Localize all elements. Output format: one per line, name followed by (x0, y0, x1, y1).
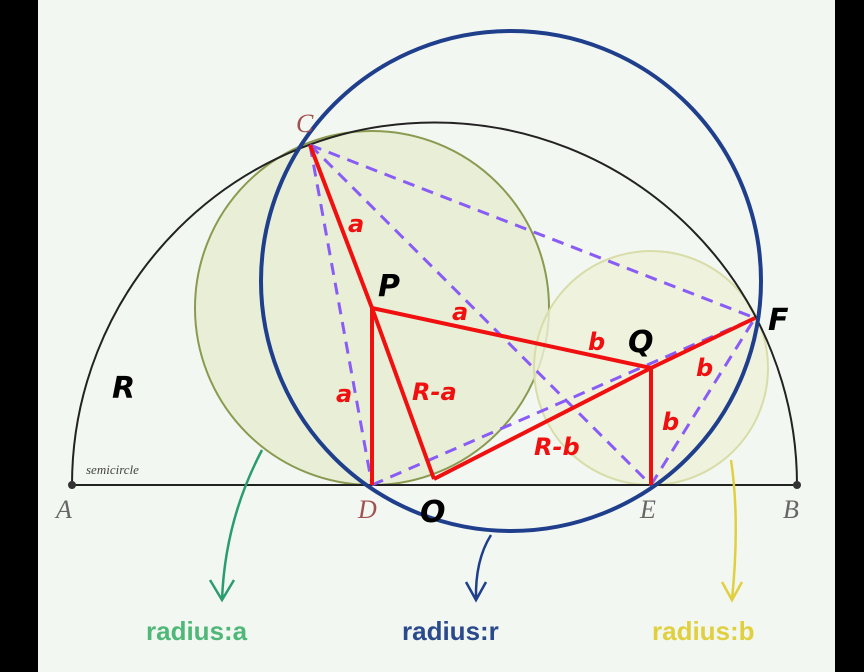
point-a-label: A (54, 495, 72, 524)
seg-pd-label: a (336, 380, 352, 408)
point-e-label: E (639, 495, 656, 524)
seg-qo-label: R-b (534, 433, 580, 461)
point-q-label: Q (628, 325, 654, 360)
seg-qf-label: b (696, 354, 713, 382)
red-segments (308, 144, 756, 485)
caption-radius-b: radius:b (652, 616, 755, 646)
point-p-label: P (378, 269, 400, 304)
point-c-label: C (296, 109, 314, 138)
caption-radius-r: radius:r (402, 616, 499, 646)
seg-po-label: R-a (412, 378, 457, 406)
dashed-lines (308, 143, 757, 487)
point-o-label: O (420, 495, 446, 530)
point-f-label: F (768, 303, 789, 338)
seg-qe-label: b (662, 408, 679, 436)
radius-r-label: R (112, 371, 135, 406)
semicircle-label: semicircle (86, 462, 139, 477)
seg-cp-label: a (348, 210, 364, 238)
semicircle (70, 121, 799, 486)
caption-radius-a: radius:a (146, 616, 248, 646)
seg-pq-b-label: b (588, 328, 605, 356)
point-d-label: D (357, 495, 377, 524)
seg-pq-a-label: a (452, 298, 468, 326)
point-b-label: B (783, 495, 799, 524)
arrows (208, 449, 744, 603)
circle-radius-r (259, 29, 763, 533)
